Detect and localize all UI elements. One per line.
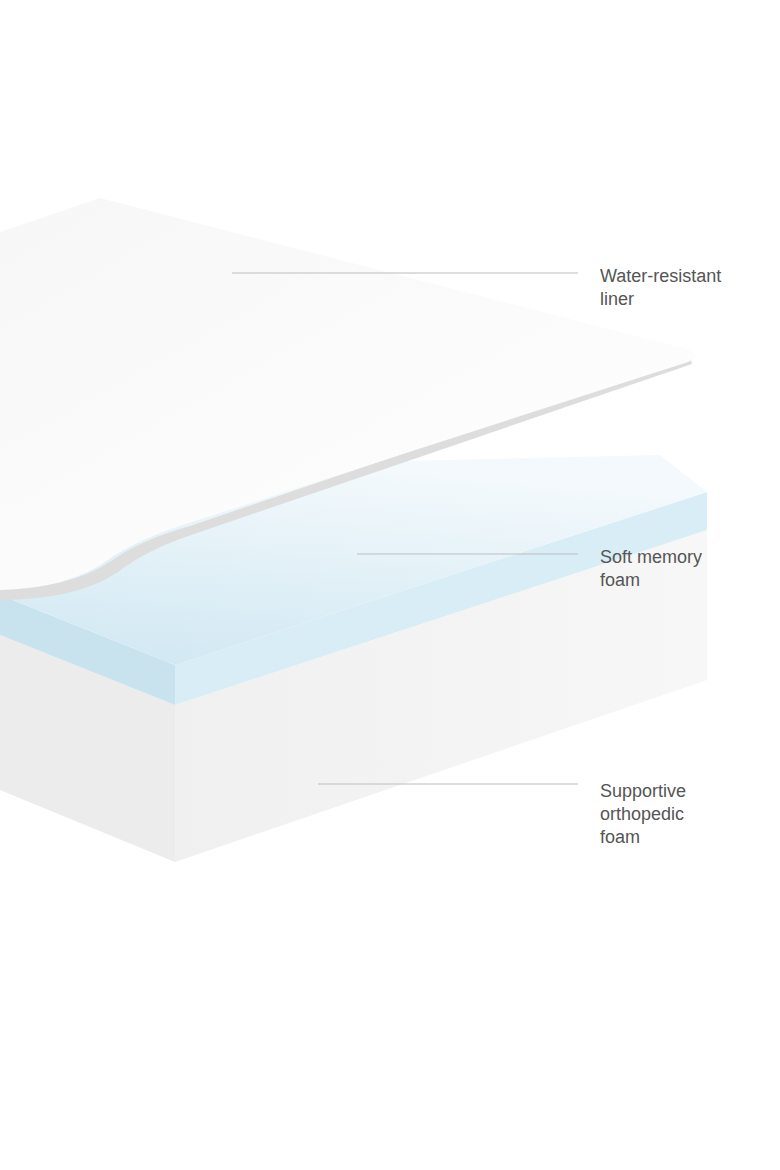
layer-label: Soft memory foam [600, 546, 720, 592]
leader-line [318, 784, 578, 785]
layer-label: Water-resistant liner [600, 265, 750, 311]
leader-line [232, 273, 578, 274]
liner-sheet [0, 198, 696, 590]
layer-label: Supportive orthopedic foam [600, 780, 710, 849]
leader-line [357, 554, 578, 555]
